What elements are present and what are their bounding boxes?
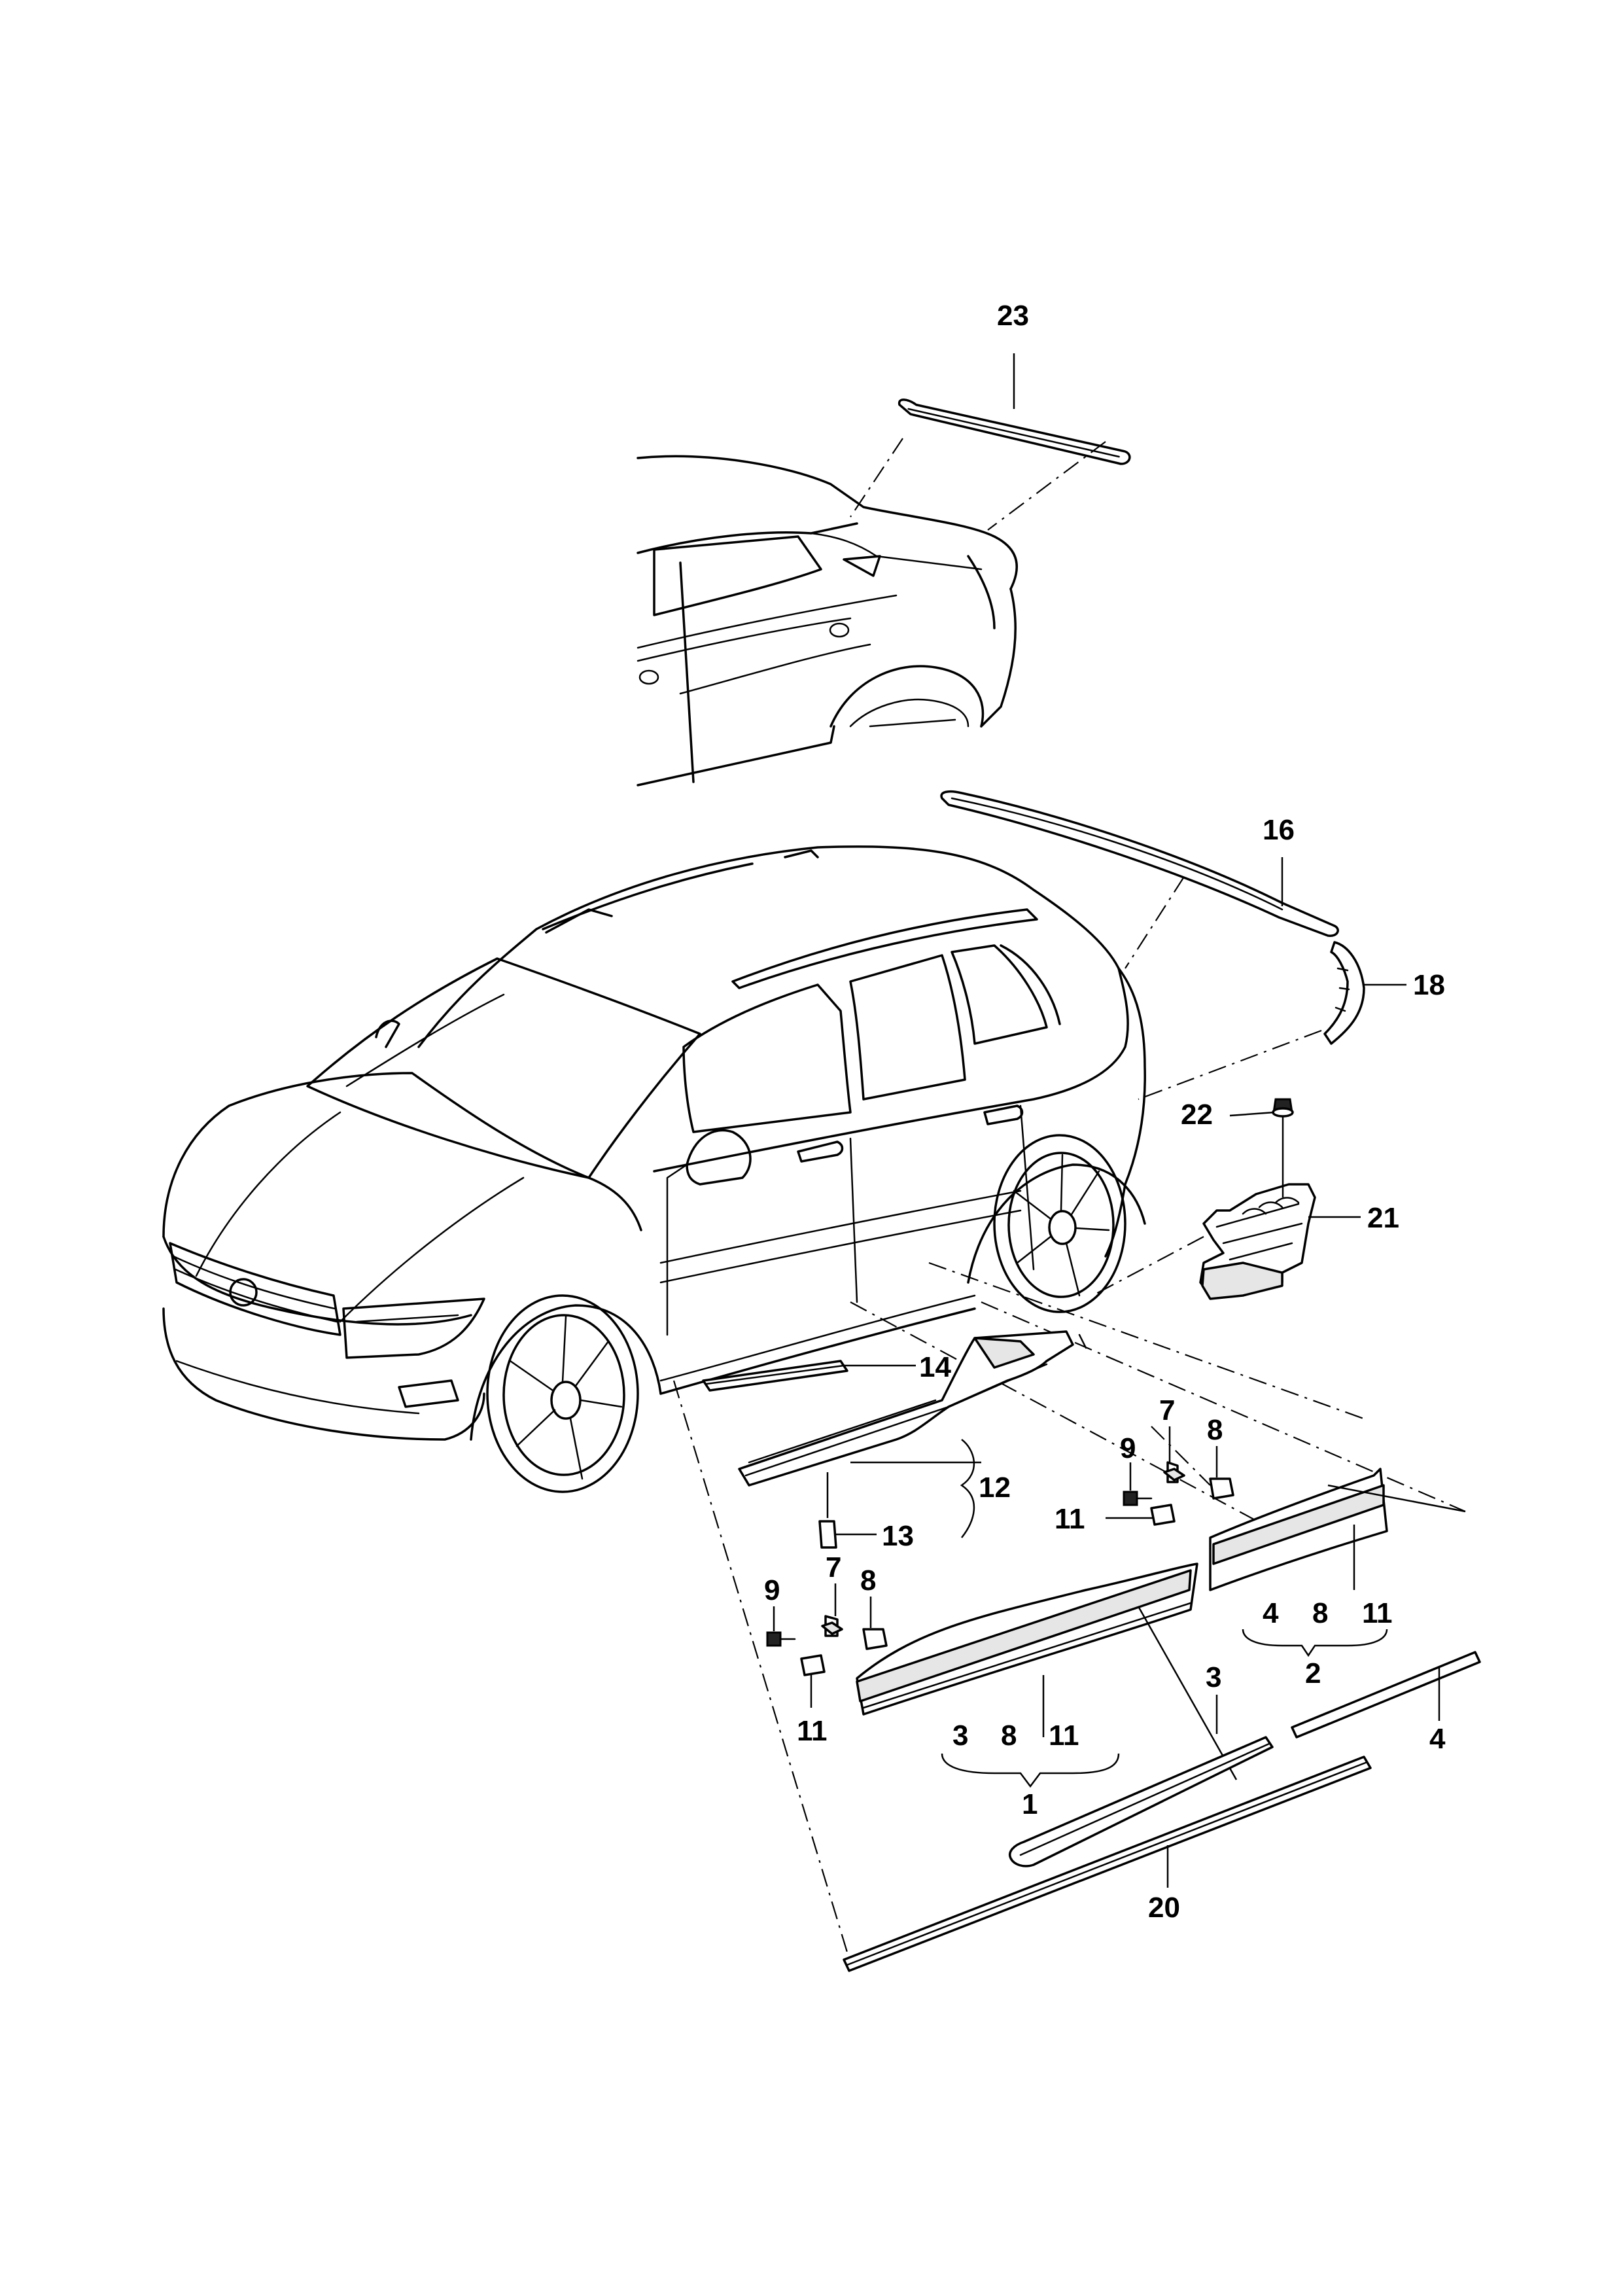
callout-9-rear: 9 — [1120, 1432, 1136, 1464]
part-23-spoiler-trim — [850, 398, 1131, 531]
part-21-bracket — [1092, 1183, 1316, 1300]
part-16-roof-strip — [940, 790, 1339, 969]
part-22-cap-nut — [1272, 1098, 1294, 1197]
callout-22: 22 — [1181, 1099, 1213, 1131]
callout-23: 23 — [997, 300, 1029, 332]
rear-vehicle-detail — [637, 455, 1018, 786]
part-20-long-strip — [843, 1756, 1372, 1972]
callout-4-group: 4 — [1263, 1597, 1279, 1629]
part-14-sill-strip — [702, 1360, 916, 1392]
part-4-strip — [1291, 1651, 1481, 1739]
callout-18: 18 — [1413, 969, 1445, 1001]
part-13-clip — [818, 1520, 877, 1549]
callout-7-front: 7 — [826, 1551, 841, 1583]
fasteners-rear — [1106, 1426, 1234, 1526]
callout-11-group1: 11 — [1049, 1720, 1079, 1752]
main-vehicle — [162, 845, 1146, 1493]
callout-3-strip: 3 — [1206, 1661, 1221, 1693]
callout-11-front: 11 — [797, 1715, 828, 1747]
fasteners-front — [766, 1583, 888, 1708]
callout-2: 2 — [1305, 1657, 1321, 1689]
callout-1: 1 — [1022, 1788, 1038, 1820]
callout-4-strip: 4 — [1429, 1723, 1446, 1755]
callout-8-group1: 8 — [1001, 1720, 1017, 1752]
callout-11-rear: 11 — [1055, 1503, 1085, 1535]
callout-8-front: 8 — [860, 1564, 876, 1597]
callout-12: 12 — [979, 1472, 1011, 1504]
part-3-strip — [1009, 1695, 1274, 1867]
callout-16: 16 — [1263, 814, 1295, 846]
callout-leaders — [1013, 353, 1406, 1218]
callout-7-rear: 7 — [1159, 1394, 1175, 1426]
callout-21: 21 — [1367, 1202, 1399, 1234]
part-12-sill-panel — [738, 1330, 1087, 1538]
callout-13: 13 — [882, 1520, 914, 1552]
callout-9-front: 9 — [764, 1574, 780, 1606]
callout-11-group2: 11 — [1362, 1597, 1393, 1629]
callout-8-rear: 8 — [1207, 1414, 1223, 1446]
callout-20: 20 — [1148, 1892, 1180, 1924]
projection-lines — [672, 1262, 1466, 1964]
part-2-rear-moulding — [1209, 1468, 1466, 1657]
callout-8-group2: 8 — [1312, 1597, 1328, 1629]
callout-14: 14 — [919, 1351, 951, 1383]
callout-labels: 23 16 18 22 21 14 9 7 8 12 13 11 9 7 8 4… — [764, 300, 1446, 1924]
part-1-front-moulding — [856, 1563, 1238, 1788]
callout-3-group1: 3 — [952, 1720, 968, 1752]
part-18-trim-piece — [1138, 941, 1365, 1101]
